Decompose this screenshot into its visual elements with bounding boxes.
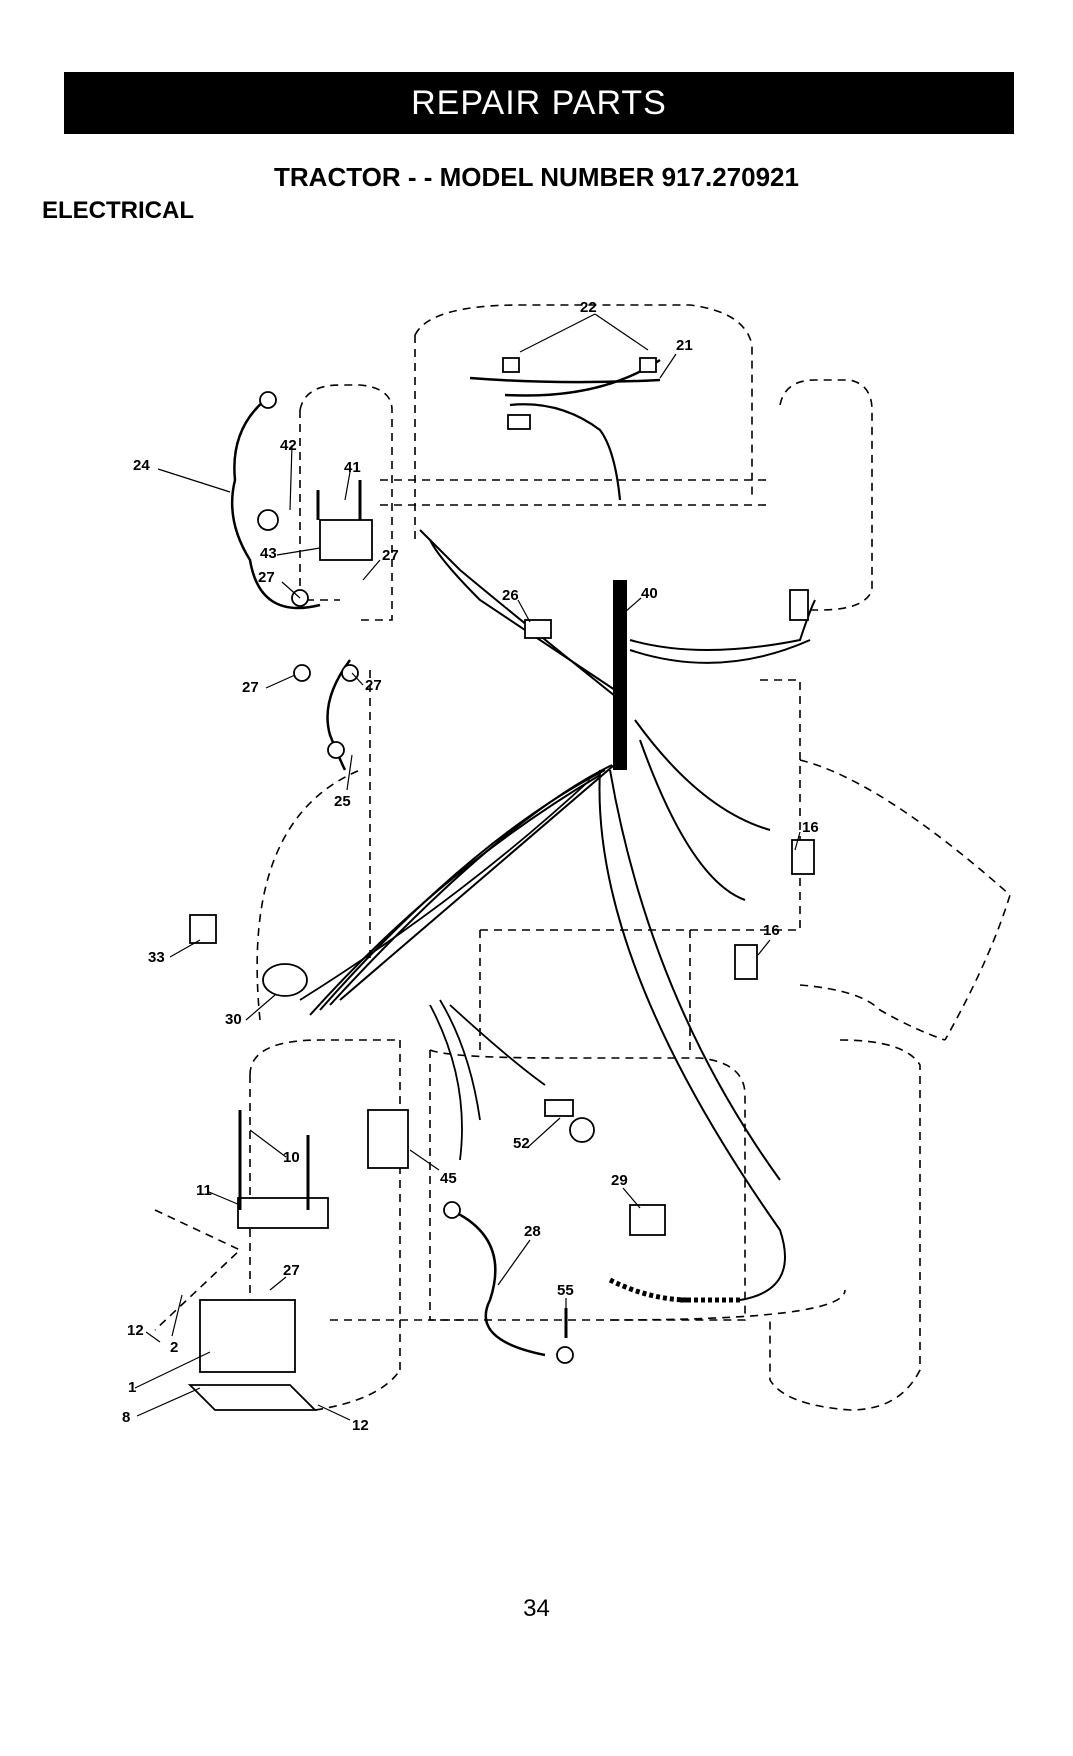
solenoid (320, 520, 372, 560)
callout-28: 28 (524, 1223, 541, 1240)
callout-45: 45 (440, 1170, 457, 1187)
wire-to-21 (505, 360, 660, 396)
battery-tray (190, 1385, 315, 1410)
callout-25: 25 (334, 793, 351, 810)
headlight-socket-left (503, 358, 519, 372)
tractor-outline (155, 305, 1010, 1410)
nut-27b (294, 665, 310, 681)
terminal-eye-28b (557, 1347, 573, 1363)
pto-switch (368, 1110, 408, 1168)
callout-12: 12 (352, 1417, 369, 1434)
callout-40: 40 (641, 585, 658, 602)
callout-42: 42 (280, 437, 297, 454)
connector-16-lower (735, 945, 757, 979)
headlight-socket-right (640, 358, 656, 372)
terminal-eye-28a (444, 1202, 460, 1218)
terminal-eye-24 (260, 392, 276, 408)
callout-21: 21 (676, 337, 693, 354)
connector-16-upper (792, 840, 814, 874)
page-number: 34 (0, 1595, 1073, 1623)
callout-10: 10 (283, 1149, 300, 1166)
callout-29: 29 (611, 1172, 628, 1189)
callout-12: 12 (127, 1322, 144, 1339)
callout-52: 52 (513, 1135, 530, 1152)
wire-22 (470, 378, 660, 382)
callout-16: 16 (763, 922, 780, 939)
cable-24 (232, 400, 320, 608)
fuse-loop-52 (570, 1118, 594, 1142)
plug-top (508, 415, 530, 429)
callout-8: 8 (122, 1409, 130, 1426)
callout-27: 27 (283, 1262, 300, 1279)
switch-33 (190, 915, 216, 943)
terminal-eye-25 (328, 742, 344, 758)
plug-right (790, 590, 808, 620)
callout-22: 22 (580, 299, 597, 316)
ignition-switch-30 (263, 964, 307, 996)
callout-33: 33 (148, 949, 165, 966)
callout-27: 27 (382, 547, 399, 564)
callout-43: 43 (260, 545, 277, 562)
callout-2: 2 (170, 1339, 178, 1356)
callout-24: 24 (133, 457, 150, 474)
grommet-42 (258, 510, 278, 530)
callout-30: 30 (225, 1011, 242, 1028)
callout-27: 27 (365, 677, 382, 694)
relay-26 (525, 620, 551, 638)
callout-27: 27 (242, 679, 259, 696)
battery-holder (238, 1198, 328, 1228)
nut-27c (342, 665, 358, 681)
callout-16: 16 (802, 819, 819, 836)
callout-1: 1 (128, 1379, 136, 1396)
seat-switch-29 (630, 1205, 665, 1235)
battery (200, 1300, 295, 1372)
callout-27: 27 (258, 569, 275, 586)
callout-26: 26 (502, 587, 519, 604)
callout-41: 41 (344, 459, 361, 476)
callout-55: 55 (557, 1282, 574, 1299)
callout-11: 11 (196, 1182, 212, 1199)
fuse-holder-52 (545, 1100, 573, 1116)
